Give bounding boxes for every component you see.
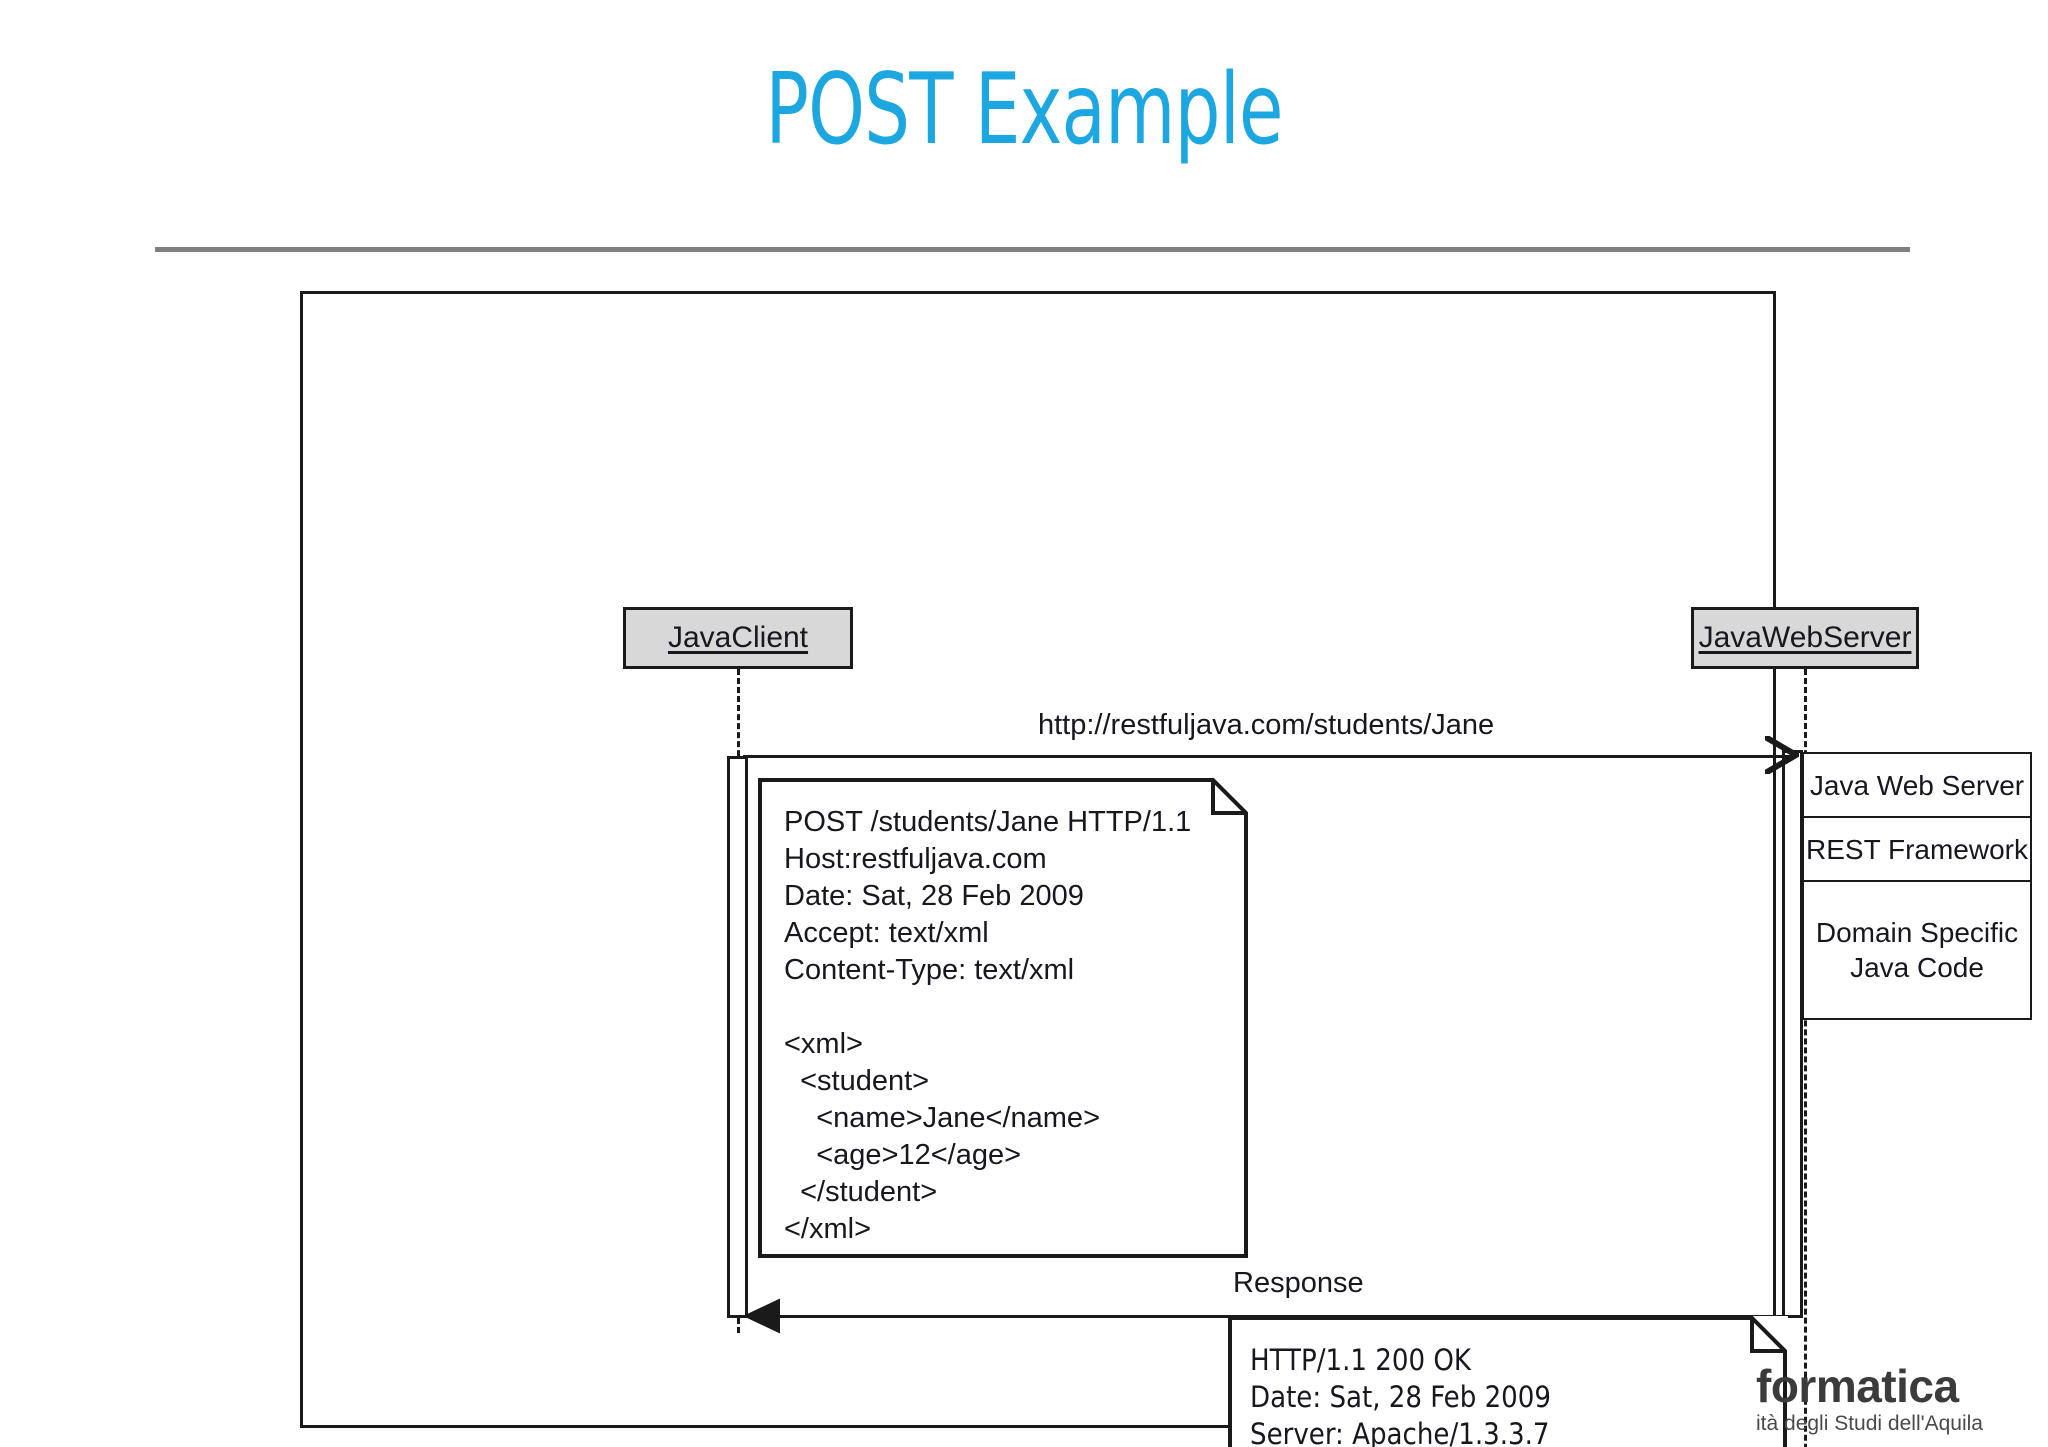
title-divider (155, 247, 1910, 252)
activation-bar-javawebserver (1782, 750, 1803, 1318)
participant-javaclient[interactable]: JavaClient (623, 607, 853, 669)
note-request-text: POST /students/Jane HTTP/1.1 Host:restfu… (784, 806, 1192, 1245)
activation-bar-javaclient (727, 756, 748, 1318)
note-shape-folded-corner (1228, 1316, 1788, 1447)
footer-logo-primary-text: formatica (1756, 1360, 1959, 1412)
participant-javawebserver-label: JavaWebServer (1698, 621, 1912, 654)
footer-logo-secondary-text: ità degli Studi dell'Aquila (1756, 1412, 1983, 1435)
page-title: POST Example (765, 53, 1283, 167)
arrow-open-right-icon (1765, 736, 1799, 774)
message-request-label: http://restfuljava.com/students/Jane (1038, 709, 1495, 741)
lifeline-javawebserver (1804, 669, 1807, 1447)
note-response-text: HTTP/1.1 200 OK Date: Sat, 28 Feb 2009 S… (1250, 1343, 1551, 1447)
participant-javaclient-label: JavaClient (667, 621, 809, 654)
sequence-diagram-frame: JavaClient JavaWebServer http://restfulj… (300, 291, 2032, 1447)
participant-javawebserver[interactable]: JavaWebServer (1691, 607, 1919, 669)
arrow-solid-left-icon (744, 1298, 780, 1334)
stack-cell-domain-specific-java-code: Domain Specific Java Code (1802, 880, 2032, 1020)
stack-cell-java-web-server: Java Web Server (1802, 752, 2032, 816)
note-request: POST /students/Jane HTTP/1.1 Host:restfu… (758, 778, 1248, 1258)
message-response-label: Response (1233, 1267, 1364, 1299)
note-response: HTTP/1.1 200 OK Date: Sat, 28 Feb 2009 S… (1228, 1316, 1788, 1447)
message-request-line (743, 755, 1793, 758)
stack-cell-rest-framework: REST Framework (1802, 816, 2032, 880)
server-stack: Java Web Server REST Framework Domain Sp… (1802, 752, 2032, 1020)
note-shape-folded-corner (758, 778, 1248, 1258)
footer-logo: formatica ità degli Studi dell'Aquila (1748, 1361, 2048, 1437)
